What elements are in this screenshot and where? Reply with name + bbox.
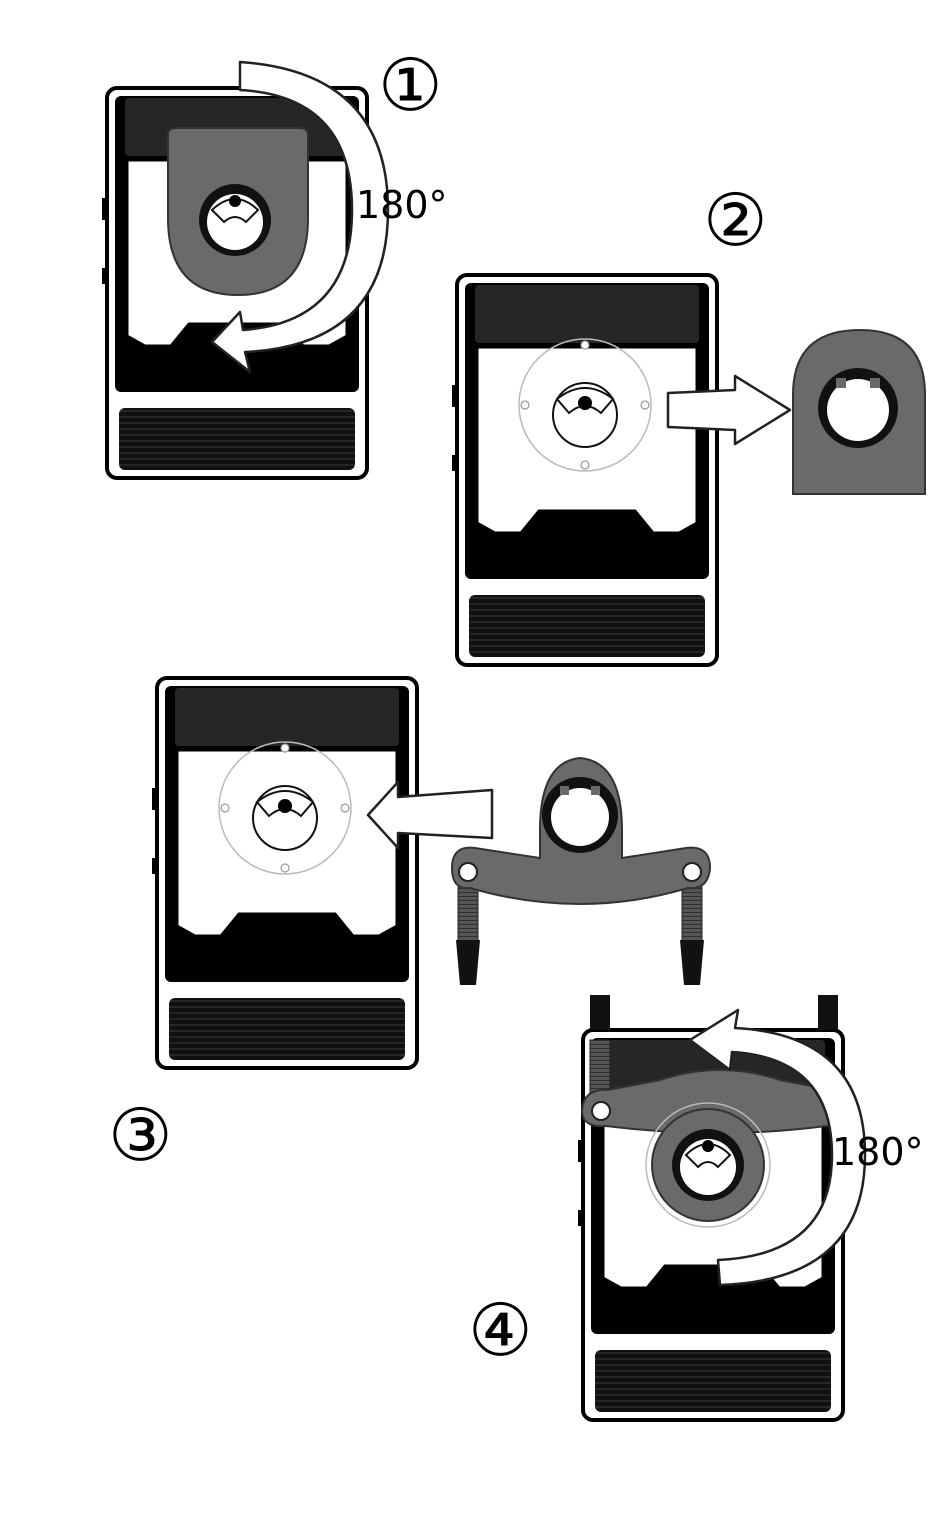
- step-4-illustration: 180° ④: [468, 995, 924, 1420]
- step-4-number: ④: [468, 1288, 533, 1372]
- step-3-number: ③: [108, 1093, 173, 1177]
- step-2-number: ②: [703, 178, 768, 262]
- step-4-rotation-label: 180°: [832, 1130, 924, 1174]
- step-2-illustration: ②: [452, 178, 925, 665]
- step-1-rotation-label: 180°: [356, 183, 448, 227]
- step-1-number: ①: [378, 43, 443, 127]
- step-1-illustration: 180° ①: [102, 43, 448, 478]
